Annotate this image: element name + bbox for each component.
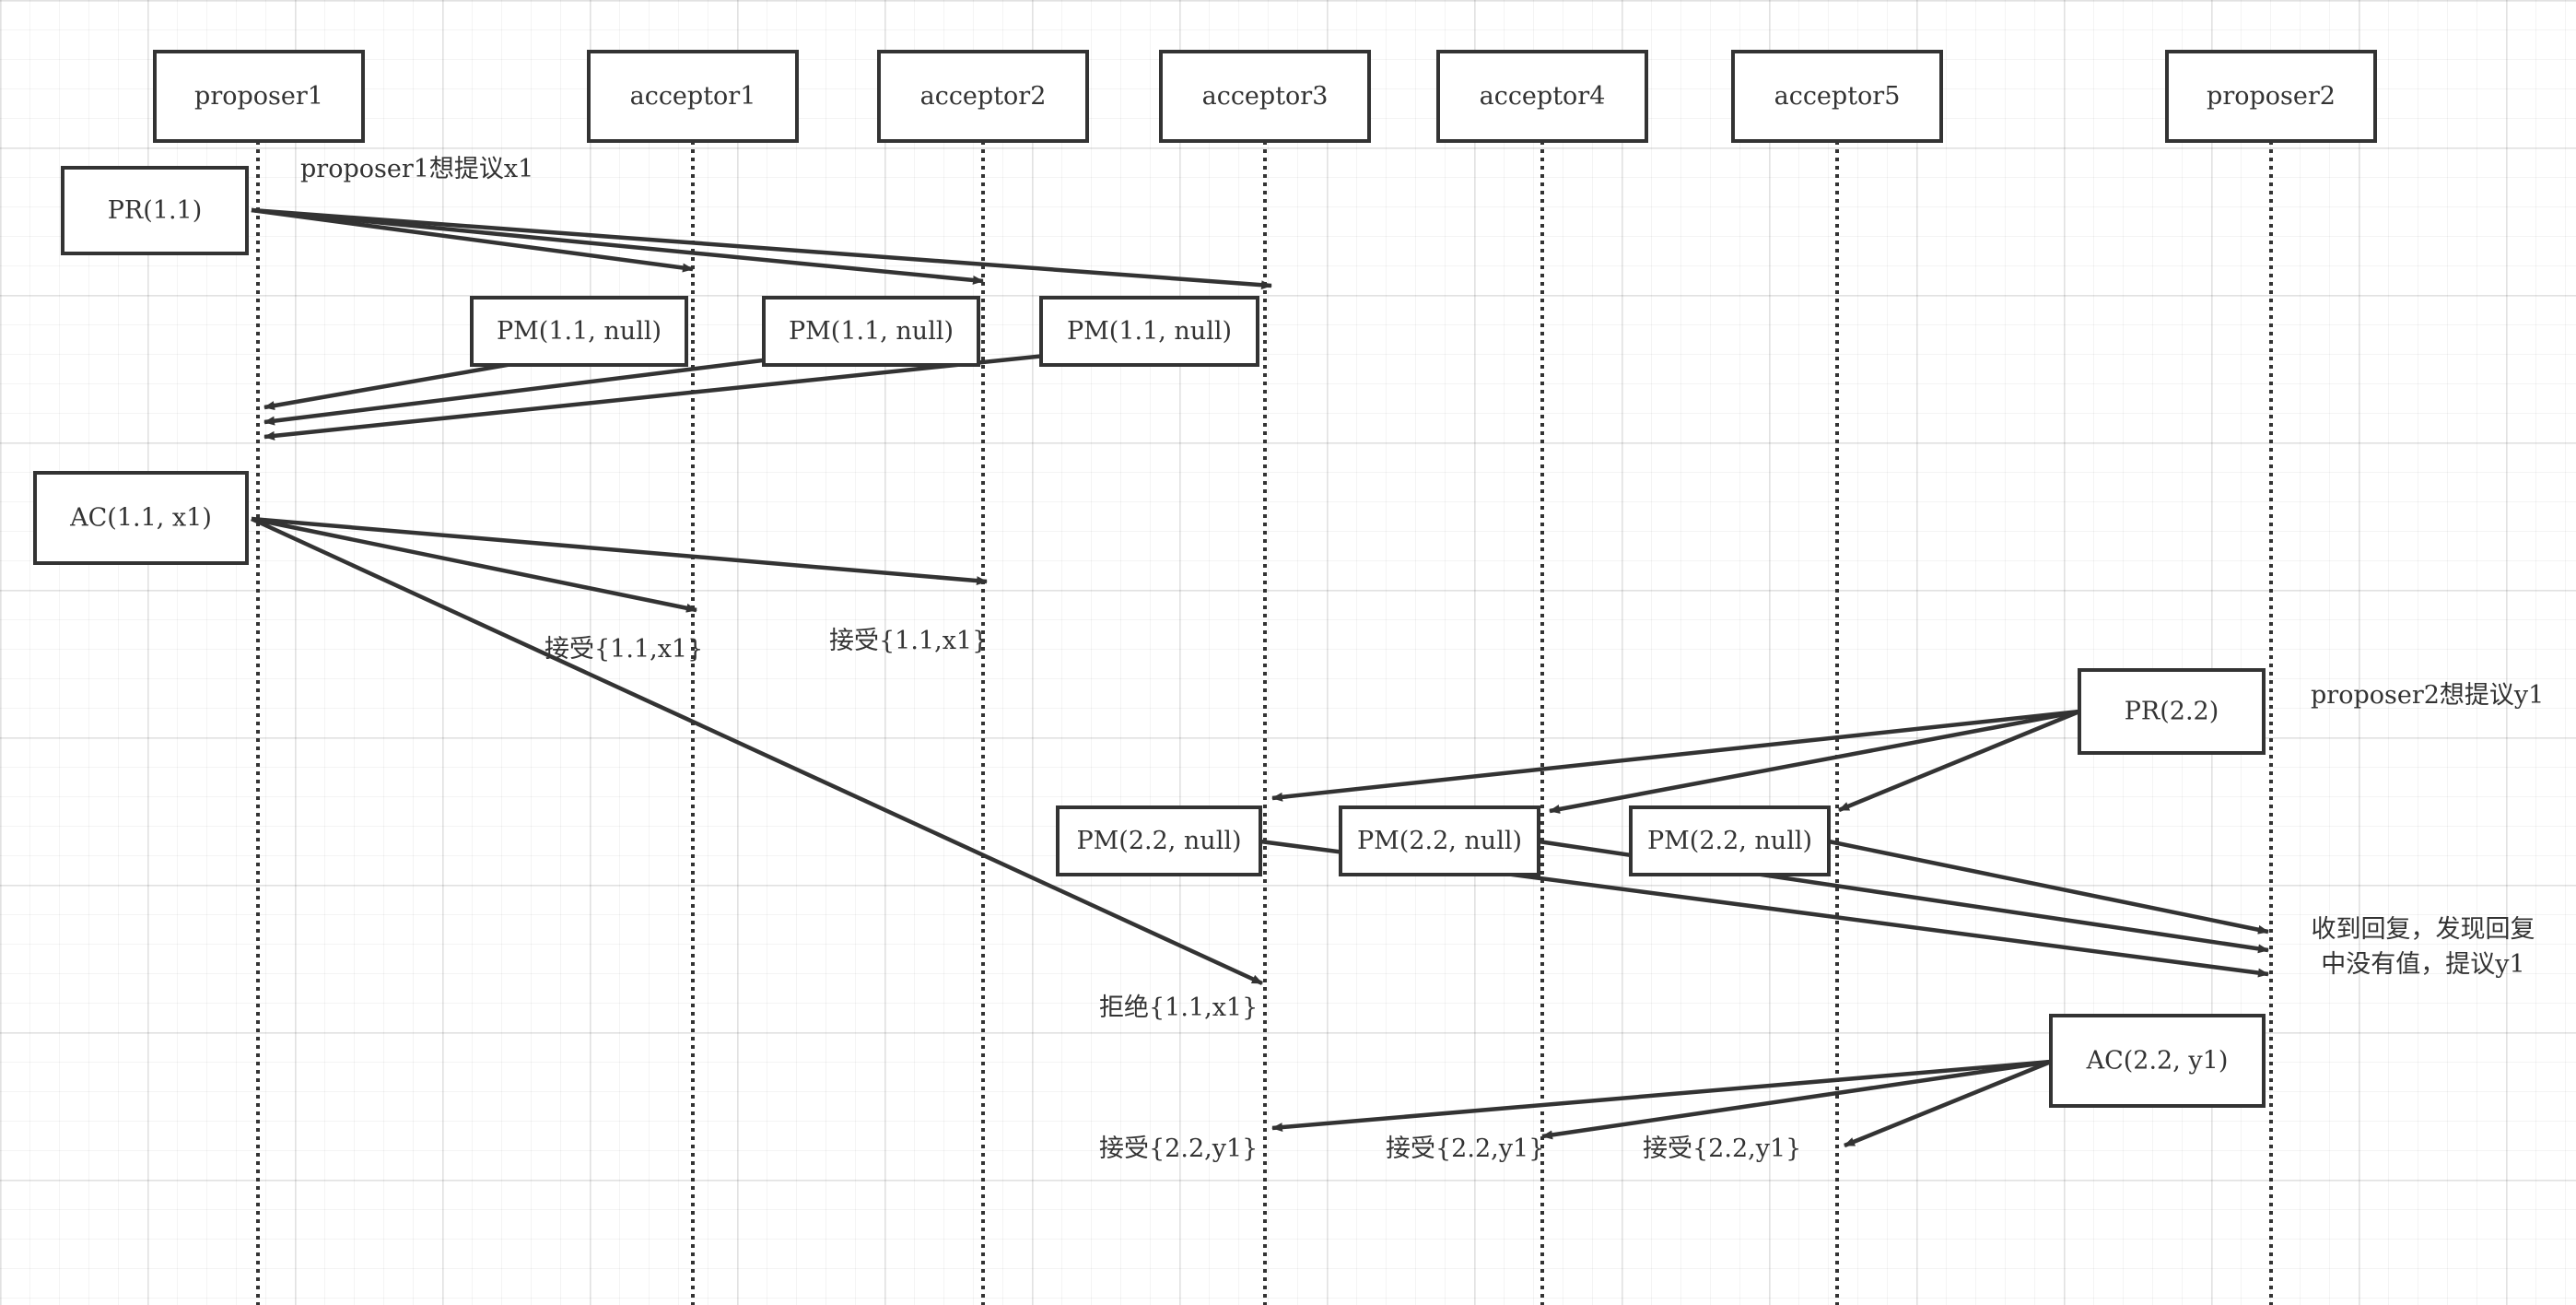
proposer1-participant-box-frame [153, 50, 365, 143]
acceptor5-participant-box-label: acceptor5 [1774, 82, 1901, 111]
pm22-a4-message-box-label: PM(2.2, null) [1357, 827, 1522, 855]
pm11-a2-message-box: PM(1.1, null) [762, 296, 980, 367]
pm22-a5-to-p2-arrow [1828, 839, 2269, 935]
pr22-message-box-label: PR(2.2) [2125, 698, 2219, 726]
ac22-to-a4-arrow [1541, 1059, 2052, 1140]
ac11-to-a1-arrow [251, 516, 697, 613]
pr11-message-box: PR(1.1) [61, 166, 249, 255]
proposer2-participant-box: proposer2 [2165, 50, 2377, 143]
pr11-message-box-frame [61, 166, 249, 255]
acceptor4-participant-box: acceptor4 [1436, 50, 1648, 143]
a3-reject-label: 拒绝{1.1,x1} [1099, 993, 1258, 1022]
a5-accept2-label: 接受{2.2,y1} [1643, 1135, 1801, 1163]
p2-intent-label: proposer2想提议y1 [2311, 681, 2544, 710]
pm11-a2-message-box-frame [762, 296, 980, 367]
pm11-a1-message-box: PM(1.1, null) [470, 296, 688, 367]
acceptor3-participant-box-label: acceptor3 [1202, 82, 1329, 111]
pm11-a2-message-box-label: PM(1.1, null) [789, 317, 954, 346]
pm11-a3-message-box: PM(1.1, null) [1039, 296, 1259, 367]
pm11-a1-message-box-frame [470, 296, 688, 367]
ac22-message-box-frame [2049, 1014, 2266, 1108]
pm11-a1-message-box-label: PM(1.1, null) [497, 317, 662, 346]
ac11-message-box: AC(1.1, x1) [33, 471, 249, 565]
pr22-to-a4-arrow [1549, 709, 2080, 814]
pr11-message-box-label: PR(1.1) [108, 196, 203, 225]
a4-accept2-label: 接受{2.2,y1} [1386, 1135, 1544, 1163]
pr11-to-a2-arrow [251, 207, 984, 285]
acceptor4-participant-box-frame [1436, 50, 1648, 143]
acceptor2-participant-box-label: acceptor2 [920, 82, 1047, 111]
pm22-a5-message-box: PM(2.2, null) [1629, 805, 1831, 876]
acceptor2-participant-box: acceptor2 [877, 50, 1089, 143]
ac22-message-box: AC(2.2, y1) [2049, 1014, 2266, 1108]
acceptor3-participant-box: acceptor3 [1159, 50, 1371, 143]
proposer2-participant-box-label: proposer2 [2207, 82, 2336, 111]
ac11-to-a2-arrow [251, 516, 988, 586]
proposer1-participant-box: proposer1 [153, 50, 365, 143]
acceptor2-participant-box-frame [877, 50, 1089, 143]
pm11-a3-message-box-frame [1039, 296, 1259, 367]
pm22-a5-message-box-label: PM(2.2, null) [1647, 827, 1812, 855]
ac11-to-a3-arrow [251, 516, 1263, 986]
ac11-message-box-label: AC(1.1, x1) [69, 504, 212, 533]
pm22-a3-message-box-label: PM(2.2, null) [1076, 827, 1241, 855]
pr22-to-a3-arrow [1271, 709, 2080, 802]
ac22-message-box-label: AC(2.2, y1) [2086, 1047, 2229, 1076]
pr22-message-box-frame [2078, 668, 2266, 755]
pr11-to-a1-arrow [251, 207, 694, 273]
acceptor5-participant-box-frame [1731, 50, 1943, 143]
a2-accept-label: 接受{1.1,x1} [829, 627, 988, 655]
pr11-to-a3-arrow [251, 207, 1272, 290]
pm22-a3-message-box: PM(2.2, null) [1056, 805, 1262, 876]
pr22-message-box: PR(2.2) [2078, 668, 2266, 755]
acceptor1-participant-box-label: acceptor1 [630, 82, 756, 111]
pm22-a5-message-box-frame [1629, 805, 1831, 876]
pm22-a3-message-box-frame [1056, 805, 1262, 876]
a3-accept2-label: 接受{2.2,y1} [1099, 1135, 1258, 1163]
pm22-a4-message-box: PM(2.2, null) [1339, 805, 1540, 876]
acceptor1-participant-box-frame [587, 50, 799, 143]
p1-intent-label: proposer1想提议x1 [300, 155, 533, 183]
proposer2-participant-box-frame [2165, 50, 2377, 143]
p2-note-line: 收到回复，发现回复 [2312, 915, 2535, 944]
p2-note-line: 中没有值，提议y1 [2321, 950, 2524, 979]
acceptor4-participant-box-label: acceptor4 [1480, 82, 1606, 111]
acceptor3-participant-box-frame [1159, 50, 1371, 143]
proposer1-participant-box-label: proposer1 [194, 82, 323, 111]
pm11-a3-message-box-label: PM(1.1, null) [1067, 317, 1232, 346]
acceptor1-participant-box: acceptor1 [587, 50, 799, 143]
ac22-to-a5-arrow [1844, 1059, 2052, 1148]
ac22-to-a3-arrow [1271, 1059, 2052, 1133]
acceptor5-participant-box: acceptor5 [1731, 50, 1943, 143]
pr22-to-a5-arrow [1838, 709, 2080, 813]
ac11-message-box-frame [33, 471, 249, 565]
pm22-a4-message-box-frame [1339, 805, 1540, 876]
a1-accept-label: 接受{1.1,x1} [544, 635, 703, 664]
